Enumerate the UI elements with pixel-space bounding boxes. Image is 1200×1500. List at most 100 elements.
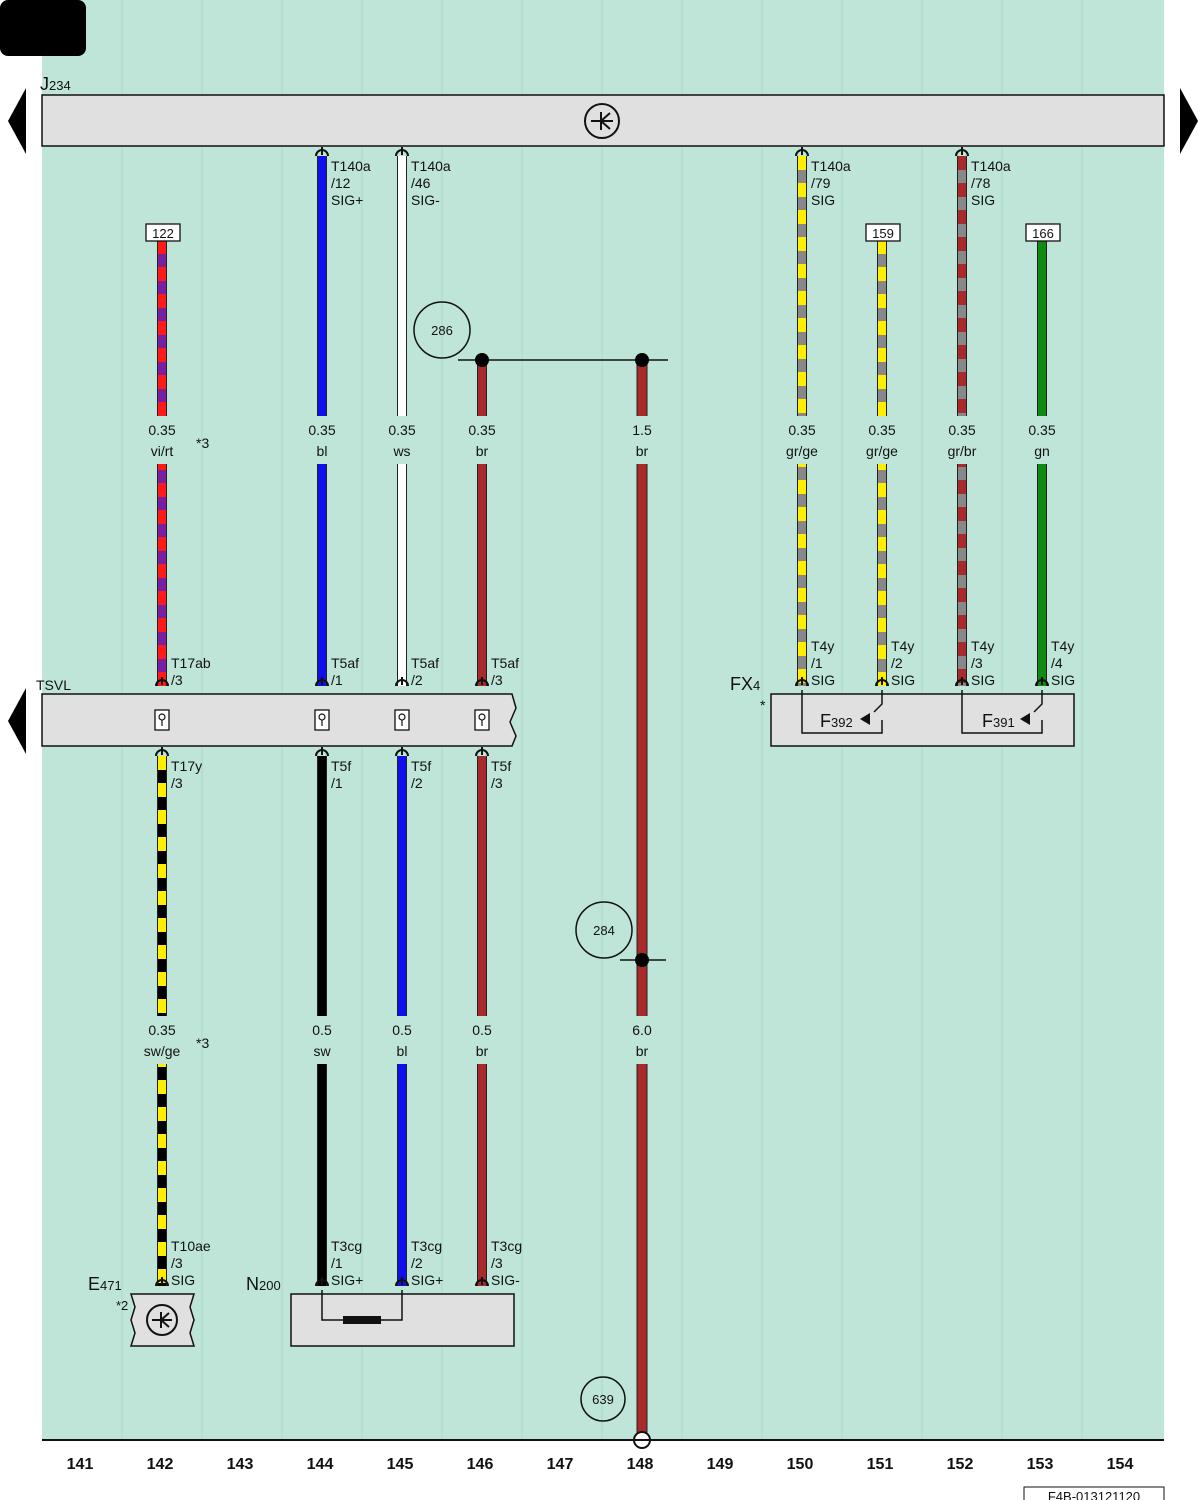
wire-label-w144a: 0.35 <box>308 422 335 438</box>
wire-label-w145a: 0.35 <box>388 422 415 438</box>
pin-label-p142m: T17ab <box>171 655 211 671</box>
wire-color-w145a: ws <box>392 443 410 459</box>
wire-color-w152a: gr/br <box>948 443 977 459</box>
connector-bottom-162 <box>155 1277 169 1287</box>
ref-circle-284[interactable]: 284 <box>575 901 633 959</box>
wire-color-w142b: sw/ge <box>144 1043 181 1059</box>
pin-label-p145b: SIG+ <box>411 1272 443 1288</box>
pin-label-p145s: /2 <box>411 775 423 791</box>
pin-label-p152t: /78 <box>971 175 991 191</box>
page-right-arrow[interactable] <box>1180 88 1198 154</box>
fx4-component: FX4 * F392 F391 <box>730 674 1075 747</box>
column-number: 154 <box>1107 1456 1134 1473</box>
pin-label-p146m: /3 <box>491 672 503 688</box>
connector-t140a-802 <box>795 147 809 157</box>
pin-label-p152t: T140a <box>971 158 1011 174</box>
wire-color-w150a: gr/ge <box>786 443 818 459</box>
connector-t140a-402 <box>395 147 409 157</box>
ref-box-166[interactable]: 166 <box>1025 223 1061 242</box>
connector-t140a-962 <box>955 147 969 157</box>
svg-text:166: 166 <box>1032 226 1054 241</box>
wire-label-w148a: 1.5 <box>632 422 652 438</box>
wire-label-w150a: 0.35 <box>788 422 815 438</box>
pin-label-p144t: T140a <box>331 158 371 174</box>
ref-circle-286[interactable]: 286 <box>413 301 471 359</box>
pin-label-p142b: /3 <box>171 1255 183 1271</box>
pin-label-p144t: /12 <box>331 175 351 191</box>
pin-label-p144m: /1 <box>331 672 343 688</box>
connector-t4y-802 <box>795 677 809 687</box>
wire-label-w152a: 0.35 <box>948 422 975 438</box>
connector-tsvl-top-162 <box>155 677 169 687</box>
f392-label: F392 <box>820 711 853 731</box>
wire-label-w146b: 0.5 <box>472 1022 492 1038</box>
pin-label-p146b: /3 <box>491 1255 503 1271</box>
page-left-arrow[interactable] <box>8 88 26 154</box>
column-number: 144 <box>307 1456 334 1473</box>
pin-label-p150m: /1 <box>811 655 823 671</box>
column-number: 148 <box>627 1456 654 1473</box>
pin-label-p144b: SIG+ <box>331 1272 363 1288</box>
ref-box-159[interactable]: 159 <box>865 223 901 242</box>
tsvl-label: TSVL <box>36 677 71 693</box>
svg-text:639: 639 <box>592 1392 614 1407</box>
pin-label-p144t: SIG+ <box>331 192 363 208</box>
connector-tsvl-bottom-482 <box>475 747 489 757</box>
wire-label-w153a: 0.35 <box>1028 422 1055 438</box>
wire-color-w142a: vi/rt <box>151 443 174 459</box>
connector-t140a-322 <box>315 147 329 157</box>
pin-label-p146s: T5f <box>491 758 511 774</box>
pin-label-p145b: /2 <box>411 1255 423 1271</box>
pin-label-p151m: /2 <box>891 655 903 671</box>
tsvl-contact-marks <box>158 713 486 726</box>
wire-label-w151a: 0.35 <box>868 422 895 438</box>
wire-color-w144b: sw <box>313 1043 331 1059</box>
column-number: 147 <box>547 1456 574 1473</box>
wire-labels: 0.35 vi/rt 0.35 bl 0.35 ws 0.35 br 1.5 br 0.35 gr/g… <box>144 158 1075 1288</box>
pin-label-p150m: SIG <box>811 672 835 688</box>
j234-label: J234 <box>40 74 71 94</box>
wire-label-w146a: 0.35 <box>468 422 495 438</box>
wire-color-w146a: br <box>476 443 489 459</box>
e471-component: E471 *2 <box>88 1274 196 1347</box>
wire-color-w151a: gr/ge <box>866 443 898 459</box>
connector-bottom-402 <box>395 1277 409 1287</box>
pin-label-p144b: T3cg <box>331 1238 362 1254</box>
column-number: 151 <box>867 1456 894 1473</box>
pin-label-p152m: T4y <box>971 638 994 654</box>
f392-switch: F392 <box>820 711 870 731</box>
pin-label-p144s: /1 <box>331 775 343 791</box>
pin-label-p145b: T3cg <box>411 1238 442 1254</box>
ref-circle-639[interactable]: 639 <box>580 1376 626 1422</box>
pin-label-p153m: SIG <box>1051 672 1075 688</box>
pin-label-p146b: T3cg <box>491 1238 522 1254</box>
pin-label-p142s: T17y <box>171 758 202 774</box>
n200-component: N200 <box>246 1274 515 1347</box>
pin-label-p152m: /3 <box>971 655 983 671</box>
pin-label-p152m: SIG <box>971 672 995 688</box>
wire-color-w145b: bl <box>397 1043 408 1059</box>
connector-tsvl-top-482 <box>475 677 489 687</box>
ref-box-122[interactable]: 122 <box>145 223 181 242</box>
column-number: 141 <box>67 1456 94 1473</box>
connector-tsvl-bottom-402 <box>395 747 409 757</box>
wire-label-w142b: 0.35 <box>148 1022 175 1038</box>
pin-label-p146m: T5af <box>491 655 519 671</box>
wire-color-w148a: br <box>636 443 649 459</box>
column-number: 142 <box>147 1456 174 1473</box>
pin-label-p153m: T4y <box>1051 638 1074 654</box>
f391-label: F391 <box>982 711 1015 731</box>
wire-color-w148b: br <box>636 1043 649 1059</box>
e471-note: *2 <box>116 1298 128 1313</box>
fx4-label: FX4 <box>730 674 760 694</box>
svg-text:122: 122 <box>152 226 174 241</box>
tsvl-left-arrow[interactable] <box>8 688 26 754</box>
connector-t4y-1042 <box>1035 677 1049 687</box>
column-number: 152 <box>947 1456 974 1473</box>
column-number: 149 <box>707 1456 734 1473</box>
wire-label-w142a: 0.35 <box>148 422 175 438</box>
diagram-id-box: F4B-013121120 <box>1023 1486 1165 1500</box>
pin-label-p144s: T5f <box>331 758 351 774</box>
wire-color-w144a: bl <box>317 443 328 459</box>
